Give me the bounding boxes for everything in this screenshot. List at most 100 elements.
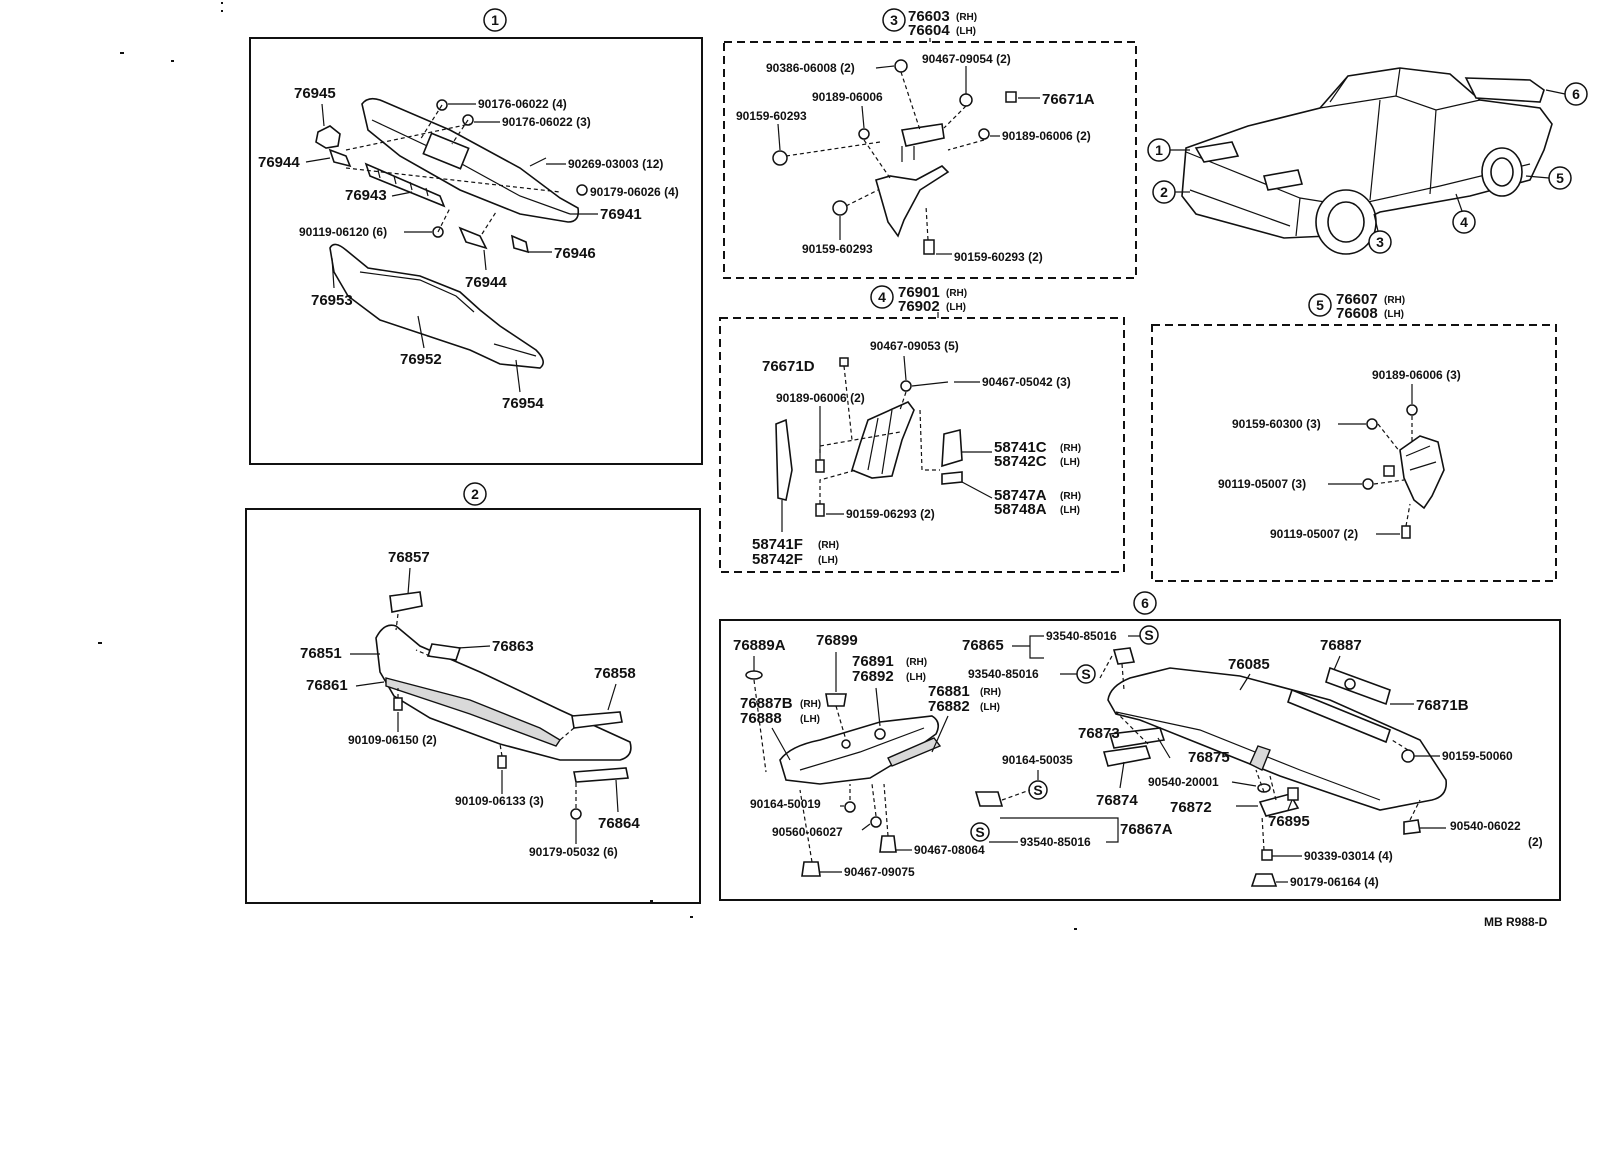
- label-90467-09053: 90467-09053 (5): [870, 339, 959, 353]
- section-5-frame: [1151, 324, 1557, 582]
- title-76607-rh: (RH): [1384, 295, 1405, 306]
- s4-side-skirt: [775, 401, 963, 501]
- label-90189-06006-s4: 90189-06006 (2): [776, 391, 865, 405]
- title-76901-rh: (RH): [946, 288, 967, 299]
- label-90159-60293-a: 90159-60293: [736, 109, 807, 123]
- label-90176-06022-4: 90176-06022 (4): [478, 97, 567, 111]
- s-mark-1: S: [1144, 627, 1153, 643]
- label-76944-a: 76944: [258, 154, 300, 171]
- label-90467-05042: 90467-05042 (3): [982, 375, 1071, 389]
- s1-dashed-lines: [345, 104, 561, 235]
- s2-fasteners: [393, 697, 582, 820]
- title-76608-lh: (LH): [1384, 309, 1404, 320]
- s-mark-2: S: [1081, 666, 1090, 682]
- label-76954: 76954: [502, 395, 544, 412]
- label-76851: 76851: [300, 645, 342, 662]
- s2-front-lip: [375, 624, 632, 761]
- label-90467-09054: 90467-09054 (2): [922, 52, 1011, 66]
- label-90179-05032: 90179-05032 (6): [529, 845, 618, 859]
- s1-clip-76944b: [458, 226, 488, 250]
- car-marker-2: 2: [1160, 184, 1168, 200]
- label-58747a-rh: (RH): [1060, 491, 1081, 502]
- label-76889a: 76889A: [733, 637, 786, 654]
- label-76671a: 76671A: [1042, 91, 1095, 108]
- car-marker-6: 6: [1572, 86, 1580, 102]
- car-marker-1: 1: [1155, 142, 1163, 158]
- label-76863: 76863: [492, 638, 534, 655]
- section-6-marker: 6: [1133, 591, 1157, 615]
- label-76865: 76865: [962, 637, 1004, 654]
- label-90159-50060: 90159-50060: [1442, 749, 1513, 763]
- label-76892-lh: (LH): [906, 672, 926, 683]
- car-wheels: [1315, 147, 1523, 255]
- s3-dashed-lines: [785, 71, 985, 241]
- title-76902-lh: (LH): [946, 302, 966, 313]
- s5-dashed-lines: [1373, 416, 1413, 527]
- label-76881: 76881: [928, 683, 970, 700]
- s6-s-marks: S S S S: [970, 625, 1159, 842]
- s2-strip-76864: [573, 767, 629, 783]
- label-90386-06008: 90386-06008 (2): [766, 61, 855, 75]
- scan-specks: [98, 2, 1077, 930]
- label-90176-06022-3: 90176-06022 (3): [502, 115, 591, 129]
- label-76872: 76872: [1170, 799, 1212, 816]
- section-4: 4 76901 (RH) 76902 (LH) 90467-09053 (5) …: [719, 284, 1125, 573]
- section-5-marker: 5: [1308, 293, 1332, 317]
- section-2: 2 76857 76851 76863 76861 7: [245, 482, 701, 904]
- label-90164-50035: 90164-50035: [1002, 753, 1073, 767]
- label-76943: 76943: [345, 187, 387, 204]
- label-90339-03014: 90339-03014 (4): [1304, 849, 1393, 863]
- s6-dashed-lines: [753, 655, 1421, 863]
- car-body: [1181, 67, 1553, 239]
- label-58747a: 58747A: [994, 487, 1047, 504]
- section-6-frame: [719, 619, 1561, 901]
- label-93540-85016-a: 93540-85016: [1046, 629, 1117, 643]
- label-76891-rh: (RH): [906, 657, 927, 668]
- s1-clip-76945: [315, 125, 341, 149]
- title-76604: 76604: [908, 22, 950, 39]
- label-90179-06164: 90179-06164 (4): [1290, 875, 1379, 889]
- label-76881-rh: (RH): [980, 687, 1001, 698]
- section-1-frame: [249, 37, 703, 465]
- label-76944-b: 76944: [465, 274, 507, 291]
- s1-fasteners: [432, 99, 588, 238]
- label-58742c: 58742C: [994, 453, 1047, 470]
- label-90109-06133: 90109-06133 (3): [455, 794, 544, 808]
- label-76891: 76891: [852, 653, 894, 670]
- section-4-frame: [719, 317, 1125, 573]
- label-90540-06022: 90540-06022: [1450, 819, 1521, 833]
- section-4-marker: 4: [870, 285, 894, 309]
- label-76887b: 76887B: [740, 695, 793, 712]
- label-76864: 76864: [598, 815, 640, 832]
- title-76604-lh: (LH): [956, 26, 976, 37]
- label-90540-20001: 90540-20001: [1148, 775, 1219, 789]
- s2-bracket-76863: [426, 643, 462, 661]
- label-58741c-rh: (RH): [1060, 443, 1081, 454]
- label-90467-08064: 90467-08064: [914, 843, 985, 857]
- s6-fasteners: [801, 749, 1421, 887]
- s1-clip-76946: [510, 234, 530, 254]
- label-58742f: 58742F: [752, 551, 803, 568]
- label-76857: 76857: [388, 549, 430, 566]
- title-76603-rh: (RH): [956, 12, 977, 23]
- label-76874: 76874: [1096, 792, 1138, 809]
- label-90159-60293-b: 90159-60293: [802, 242, 873, 256]
- s2-bracket-76858: [571, 711, 623, 729]
- section-2-frame: [245, 508, 701, 904]
- title-76901: 76901: [898, 284, 940, 301]
- label-90467-09075: 90467-09075: [844, 865, 915, 879]
- label-76888-lh: (LH): [800, 714, 820, 725]
- svg-text:3: 3: [890, 12, 898, 28]
- s-mark-4: S: [975, 824, 984, 840]
- label-90189-06006: 90189-06006: [812, 90, 883, 104]
- section-3: 3 76603 (RH) 76604 (LH) 90386-06008 (2) …: [723, 8, 1137, 279]
- car-marker-3: 3: [1376, 234, 1384, 250]
- label-76871b: 76871B: [1416, 697, 1469, 714]
- label-76671d: 76671D: [762, 358, 815, 375]
- label-76873: 76873: [1078, 725, 1120, 742]
- svg-text:1: 1: [491, 12, 499, 28]
- label-76888: 76888: [740, 710, 782, 727]
- label-90189-06006-s5: 90189-06006 (3): [1372, 368, 1461, 382]
- s1-spoiler-lower: [329, 243, 544, 369]
